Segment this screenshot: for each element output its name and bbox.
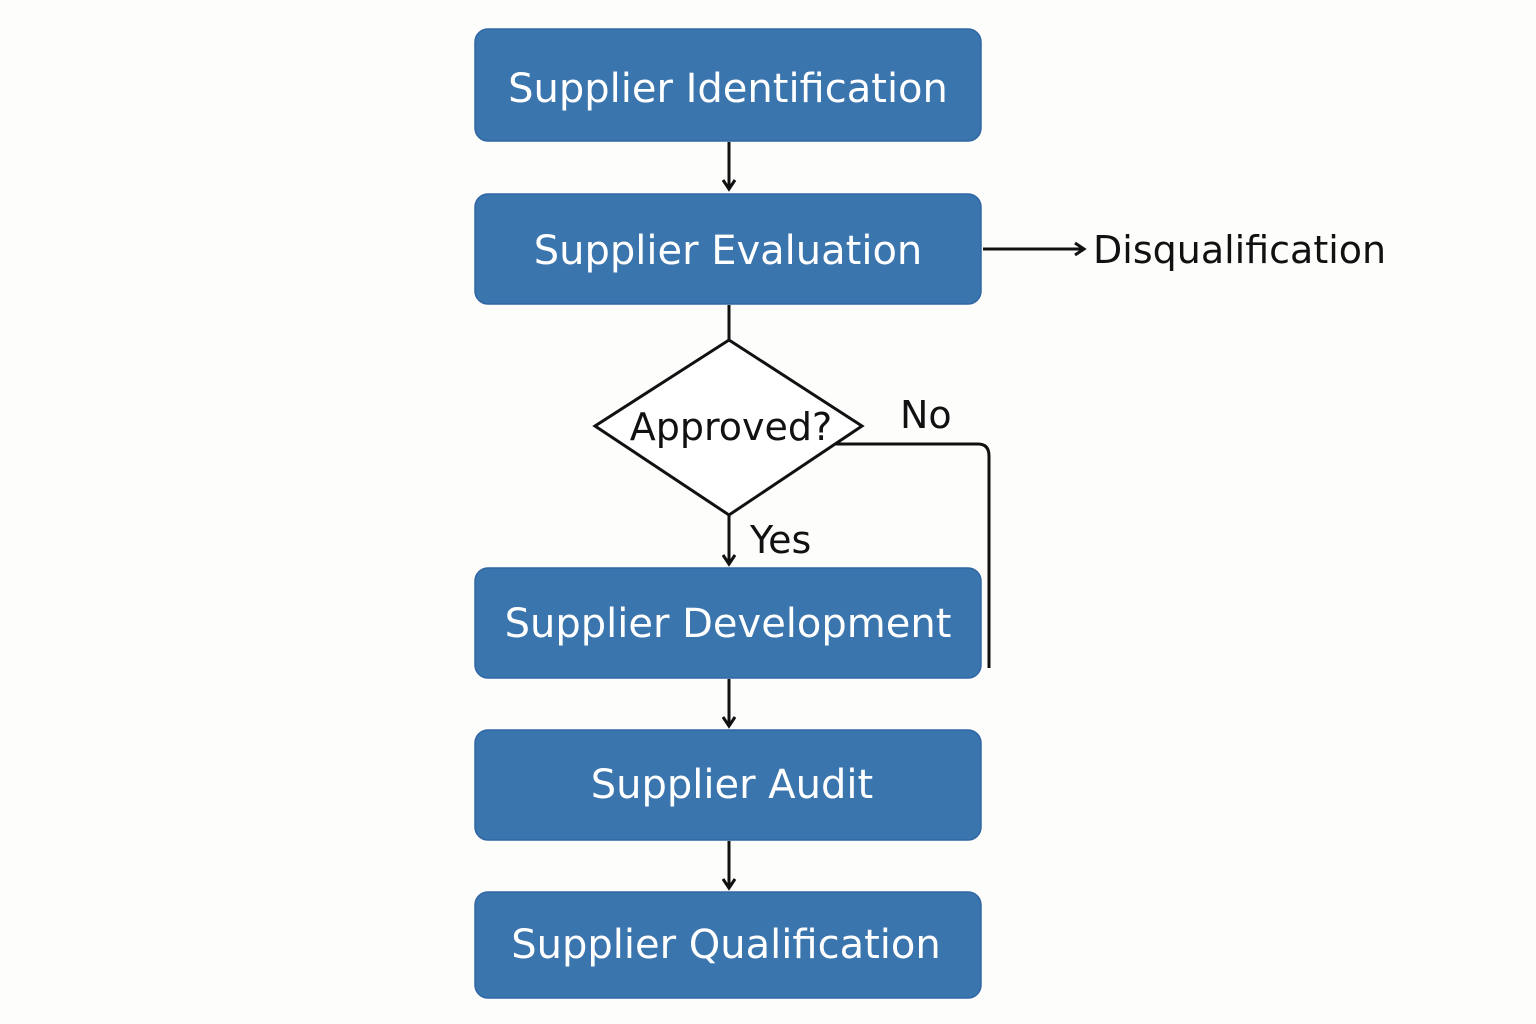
- yes-label: Yes: [749, 518, 811, 562]
- step-label: Supplier Development: [505, 601, 952, 647]
- step-label: Supplier Identification: [508, 66, 948, 112]
- step-supplier-evaluation: Supplier Evaluation: [474, 193, 982, 305]
- connector-no: [836, 442, 991, 668]
- step-supplier-qualification: Supplier Qualification: [474, 891, 982, 999]
- step-supplier-identification: Supplier Identification: [474, 28, 982, 142]
- step-supplier-development: Supplier Development: [474, 567, 982, 679]
- disqualification-label: Disqualification: [1093, 228, 1386, 272]
- step-supplier-audit: Supplier Audit: [474, 729, 982, 841]
- decision-approved: Approved?: [592, 338, 865, 517]
- decision-label: Approved?: [630, 405, 832, 449]
- step-label: Supplier Qualification: [511, 922, 940, 968]
- no-label: No: [900, 393, 952, 437]
- step-label: Supplier Audit: [591, 762, 873, 808]
- step-label: Supplier Evaluation: [534, 228, 923, 274]
